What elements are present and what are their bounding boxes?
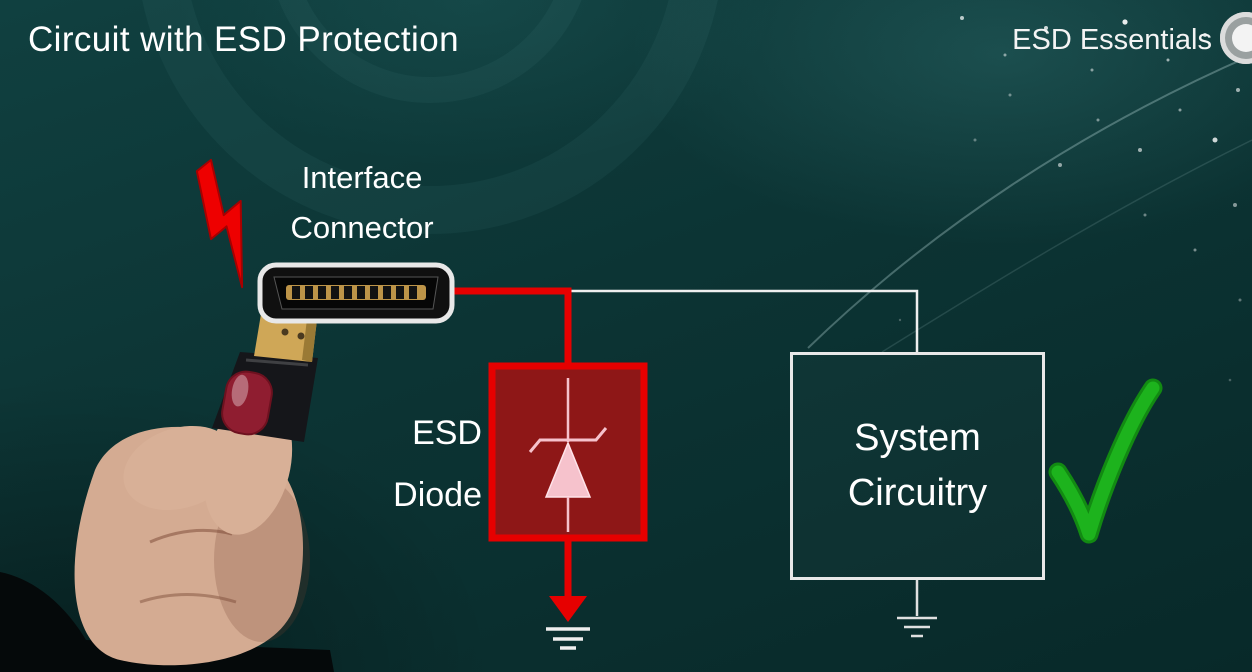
esd-diode-label: ESD Diode	[300, 402, 482, 526]
esd-diode-label-line1: ESD	[412, 414, 482, 452]
esd-diode-box	[488, 362, 648, 542]
ground-arrow	[549, 538, 587, 622]
system-ground-symbol-icon	[897, 580, 937, 638]
lightning-bolt-icon	[195, 158, 244, 289]
star-field-icon	[898, 16, 1242, 382]
system-circuitry-label-line2: Circuitry	[847, 472, 988, 514]
system-circuitry-box: System Circuitry	[790, 352, 1045, 580]
hdmi-port-icon	[257, 262, 455, 324]
system-circuitry-label-line1: System	[854, 417, 981, 459]
slide-title: Circuit with ESD Protection	[28, 20, 459, 59]
background-decoration	[142, 0, 1252, 382]
wire-to-system	[568, 289, 919, 352]
brand-text: ESD Essentials	[1012, 24, 1212, 56]
interface-connector-label: Interface Connector	[237, 153, 487, 253]
wire-red-esd-path	[446, 287, 572, 368]
checkmark-icon	[1048, 378, 1163, 544]
interface-connector-label-line2: Connector	[290, 210, 434, 245]
esd-diode-label-line2: Diode	[393, 476, 482, 514]
diode-ground-symbol-icon	[546, 627, 590, 650]
interface-connector-label-line1: Interface	[301, 160, 423, 195]
zener-diode-symbol-icon	[528, 378, 608, 532]
hand-holding-connector-photo	[0, 262, 455, 672]
circuit-wires	[446, 287, 919, 368]
